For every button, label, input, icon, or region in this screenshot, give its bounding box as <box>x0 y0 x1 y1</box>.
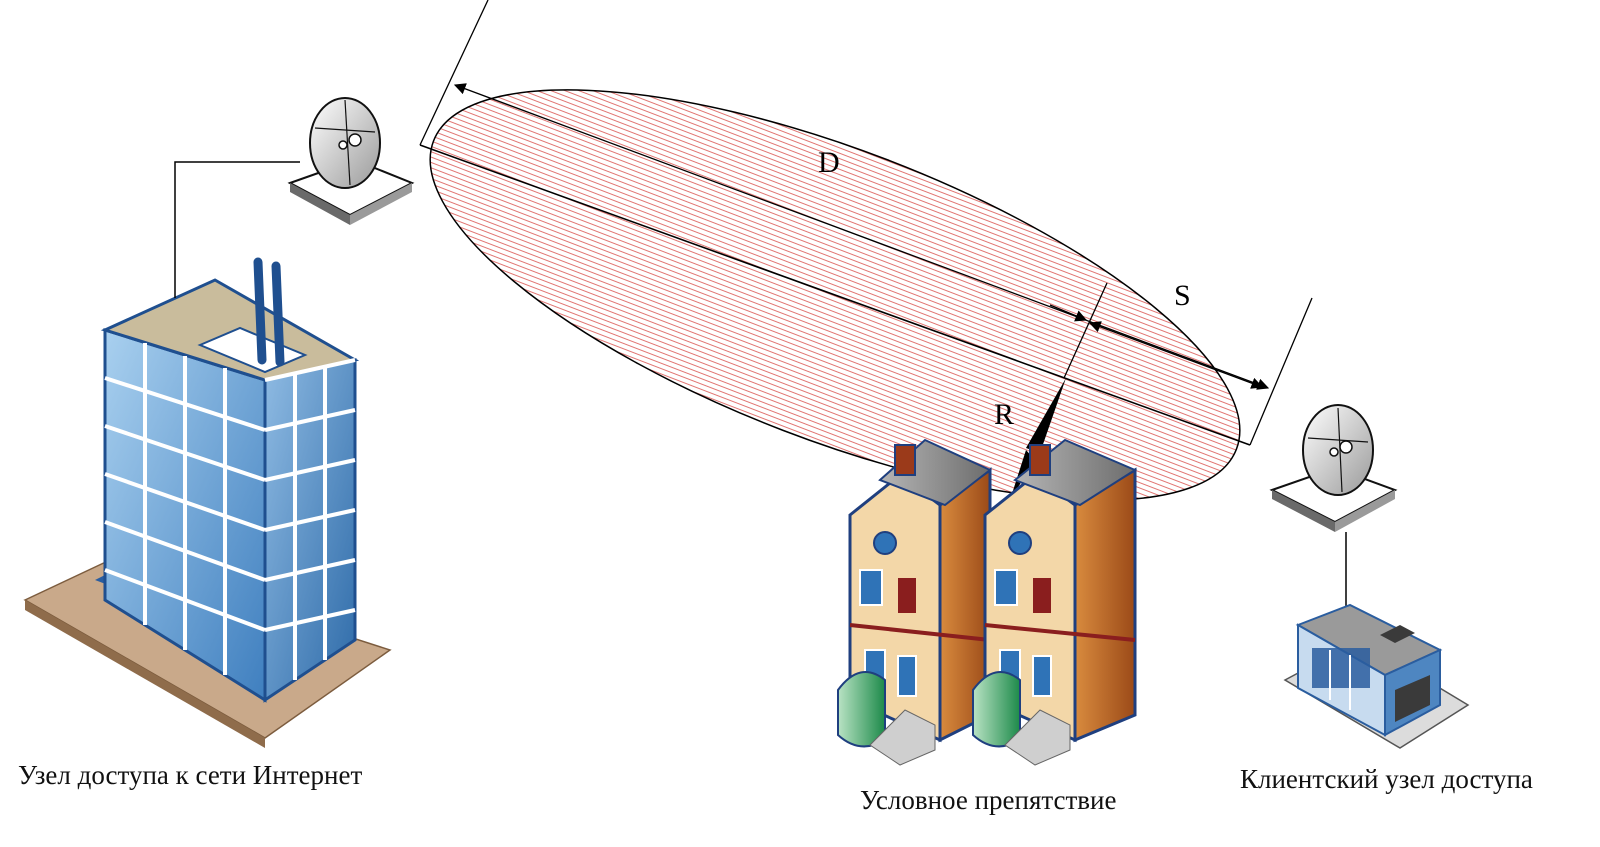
office-building <box>23 257 392 748</box>
obstacle-houses <box>837 438 1138 766</box>
house-left <box>837 438 992 766</box>
label-r: R <box>994 398 1014 431</box>
left-cable <box>174 161 300 298</box>
client-node-caption: Клиентский узел доступа <box>1240 764 1533 794</box>
client-building <box>1283 603 1470 749</box>
extension-line-right <box>1249 297 1313 446</box>
access-node-caption: Узел доступа к сети Интернет <box>18 760 363 790</box>
r-arrow <box>1026 378 1066 453</box>
extension-line-left <box>419 0 489 146</box>
right-dish-antenna <box>1269 404 1398 532</box>
obstacle-caption: Условное препятствие <box>860 785 1117 815</box>
r-line <box>1063 282 1108 379</box>
dimension-s-line <box>1088 321 1264 389</box>
label-s: S <box>1174 279 1191 312</box>
left-dish-antenna <box>287 97 415 225</box>
house-right <box>972 438 1138 766</box>
label-d: D <box>818 146 840 179</box>
s-arrow-left <box>1049 304 1088 322</box>
